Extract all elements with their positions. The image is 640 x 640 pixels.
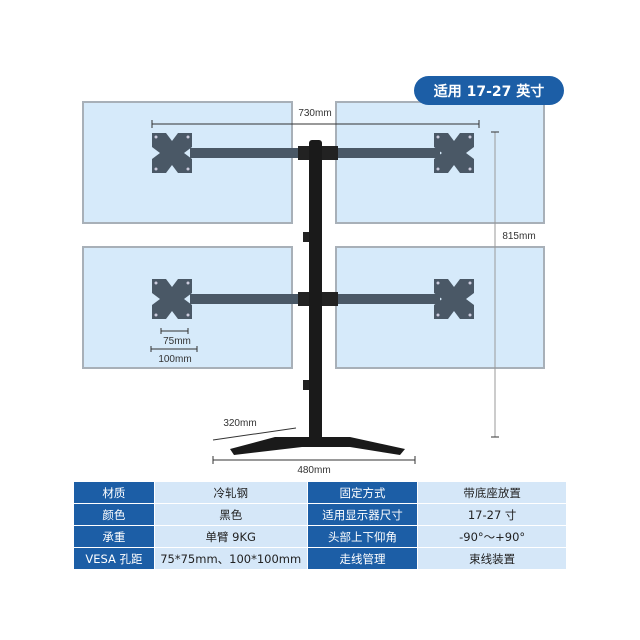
dim-75: 75mm bbox=[163, 336, 191, 347]
dimension-lines bbox=[150, 120, 499, 464]
size-badge: 适用 17-27 英寸 bbox=[414, 76, 564, 105]
dim-730: 730mm bbox=[298, 108, 331, 119]
dim-480: 480mm bbox=[297, 465, 330, 476]
spec-value: 单臂 9KG bbox=[153, 525, 308, 548]
pole bbox=[309, 140, 322, 440]
spec-key: 头部上下仰角 bbox=[306, 525, 419, 548]
table-row: 材质冷轧钢固定方式带底座放置 bbox=[73, 481, 567, 504]
spec-key: 适用显示器尺寸 bbox=[306, 503, 419, 526]
spec-value: 带底座放置 bbox=[417, 481, 567, 504]
dim-100: 100mm bbox=[158, 354, 191, 365]
spec-key: 颜色 bbox=[73, 503, 155, 526]
spec-value: 17-27 寸 bbox=[417, 503, 567, 526]
spec-value: 黑色 bbox=[153, 503, 308, 526]
spec-key: 材质 bbox=[73, 481, 155, 504]
spec-key: 承重 bbox=[73, 525, 155, 548]
spec-key: VESA 孔距 bbox=[73, 547, 155, 570]
dim-815: 815mm bbox=[502, 231, 535, 242]
base bbox=[230, 437, 405, 455]
spec-value: 75*75mm、100*100mm bbox=[153, 547, 308, 570]
spec-key: 固定方式 bbox=[306, 481, 419, 504]
spec-key: 走线管理 bbox=[306, 547, 419, 570]
spec-value: -90°～+90° bbox=[417, 525, 567, 548]
spec-value: 束线装置 bbox=[417, 547, 567, 570]
spec-value: 冷轧钢 bbox=[153, 481, 308, 504]
dim-320: 320mm bbox=[223, 418, 256, 429]
